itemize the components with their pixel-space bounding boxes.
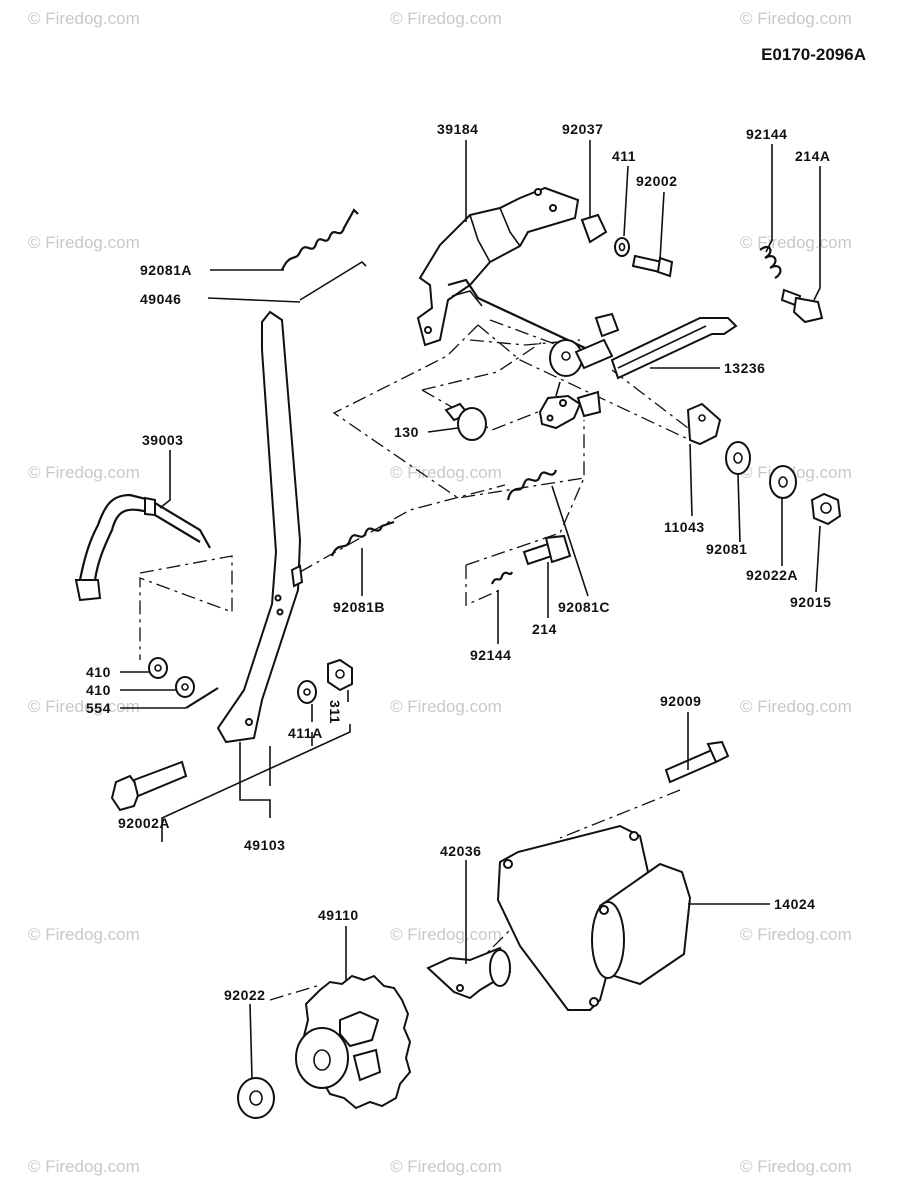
bolt-130: [444, 402, 487, 441]
label-39003: 39003: [142, 432, 183, 448]
leader-lines: [120, 140, 821, 1079]
label-39184: 39184: [437, 121, 478, 137]
label-214a: 214A: [795, 148, 830, 164]
spring-92081b: [330, 520, 395, 557]
watermark: © Firedog.com: [740, 925, 852, 944]
cable-39003: [74, 493, 211, 602]
label-92081c: 92081C: [558, 599, 610, 615]
washer-411: [614, 237, 630, 257]
label-311: 311: [327, 700, 343, 724]
washer-92081: [725, 441, 751, 475]
label-411: 411: [612, 148, 636, 164]
bolt-92002: [631, 254, 674, 278]
clip-92037: [580, 213, 608, 244]
bolt-92002a: [110, 760, 188, 812]
watermark: © Firedog.com: [28, 1157, 140, 1176]
label-92144-upper: 92144: [746, 126, 787, 142]
watermark: © Firedog.com: [740, 1157, 852, 1176]
starter-motor-14024: [496, 824, 692, 1011]
lever-49103: [216, 310, 304, 744]
spring-92081a: [280, 208, 359, 271]
label-130: 130: [394, 424, 419, 440]
part-labels: 39184 92037 411 92002 92144 214A 92081A …: [86, 121, 831, 1003]
label-410-upper: 410: [86, 664, 111, 680]
label-92009: 92009: [660, 693, 701, 709]
governor-shaft: [447, 278, 620, 430]
watermark: © Firedog.com: [28, 925, 140, 944]
rod-49046: [299, 260, 367, 301]
washer-410-lower: [175, 676, 195, 698]
bolt-214: [522, 534, 572, 566]
washer-411a: [297, 680, 317, 704]
watermark: © Firedog.com: [390, 9, 502, 28]
label-13236: 13236: [724, 360, 765, 376]
washer-92022a: [769, 465, 797, 499]
watermark: © Firedog.com: [740, 463, 852, 482]
nut-311: [327, 658, 353, 692]
label-92015: 92015: [790, 594, 831, 610]
watermark: © Firedog.com: [390, 925, 502, 944]
label-411a: 411A: [288, 725, 323, 741]
label-214: 214: [532, 621, 557, 637]
label-92037: 92037: [562, 121, 603, 137]
label-92144-lower: 92144: [470, 647, 511, 663]
gear-49110: [295, 974, 412, 1110]
label-410-lower: 410: [86, 682, 111, 698]
watermark: © Firedog.com: [740, 697, 852, 716]
watermark: © Firedog.com: [28, 463, 140, 482]
arm-13236: [610, 317, 738, 380]
label-92081a: 92081A: [140, 262, 192, 278]
bolt-214a: [780, 288, 824, 324]
nut-92015: [810, 492, 842, 526]
spring-92144-lower: [490, 571, 514, 585]
pin-554: [185, 687, 219, 709]
spring-92144-upper: [759, 245, 782, 279]
label-92081: 92081: [706, 541, 747, 557]
watermark: © Firedog.com: [740, 233, 852, 252]
watermark: © Firedog.com: [28, 697, 140, 716]
watermark: © Firedog.com: [390, 697, 502, 716]
watermark: © Firedog.com: [390, 1157, 502, 1176]
assembly-lines: [139, 319, 691, 1001]
label-49103: 49103: [244, 837, 285, 853]
bracket-39184: [416, 186, 580, 347]
watermark: © Firedog.com: [740, 9, 852, 28]
watermark: © Firedog.com: [28, 9, 140, 28]
label-49046: 49046: [140, 291, 181, 307]
washer-410-upper: [148, 657, 168, 679]
bolt-92009: [664, 740, 730, 784]
watermarks: © Firedog.com © Firedog.com © Firedog.co…: [28, 9, 852, 1176]
washer-92022: [237, 1077, 275, 1119]
diagram-code: E0170-2096A: [761, 45, 866, 64]
label-14024: 14024: [774, 896, 815, 912]
label-554: 554: [86, 700, 111, 716]
label-42036: 42036: [440, 843, 481, 859]
label-92081b: 92081B: [333, 599, 385, 615]
spring-92081c: [506, 469, 558, 501]
watermark: © Firedog.com: [28, 233, 140, 252]
label-92022: 92022: [224, 987, 265, 1003]
label-92002a: 92002A: [118, 815, 170, 831]
label-49110: 49110: [318, 907, 359, 923]
plate-11043: [686, 402, 722, 446]
label-11043: 11043: [664, 519, 705, 535]
shaft-42036: [426, 946, 512, 1000]
label-92022a: 92022A: [746, 567, 798, 583]
watermark: © Firedog.com: [390, 463, 502, 482]
label-92002: 92002: [636, 173, 677, 189]
